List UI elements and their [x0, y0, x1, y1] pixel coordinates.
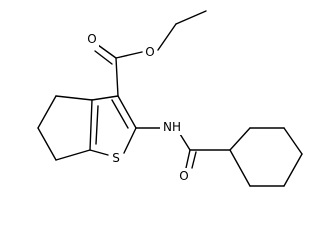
bond — [111, 99, 129, 129]
bond — [157, 23, 177, 51]
bond — [229, 149, 251, 187]
bond — [37, 95, 57, 129]
bond — [89, 99, 93, 151]
bond — [115, 51, 143, 59]
ester-ether-oxygen-label: O — [145, 45, 154, 59]
bond — [97, 44, 117, 59]
bond — [89, 149, 109, 156]
bond — [94, 50, 113, 65]
bond — [283, 153, 303, 187]
bond — [91, 95, 119, 101]
bond — [175, 10, 207, 25]
ester-carbonyl-oxygen-label: O — [87, 32, 96, 46]
bond — [283, 127, 303, 155]
bond — [179, 133, 191, 151]
bond — [115, 57, 119, 97]
amide-nitrogen-label: NH — [163, 120, 181, 134]
bond — [55, 149, 91, 161]
bond — [185, 149, 191, 169]
thiophene-sulfur-label: S — [112, 151, 120, 165]
structure-diagram: O O NH S O — [37, 10, 303, 187]
amide-carbonyl-oxygen-label: O — [179, 169, 188, 183]
bond — [117, 95, 137, 129]
bond — [55, 95, 93, 101]
bond — [229, 127, 251, 151]
bond — [95, 105, 99, 145]
bond — [37, 127, 57, 161]
bond — [191, 151, 197, 169]
bond — [123, 127, 137, 154]
molecule-svg: O O NH S O — [37, 10, 303, 187]
